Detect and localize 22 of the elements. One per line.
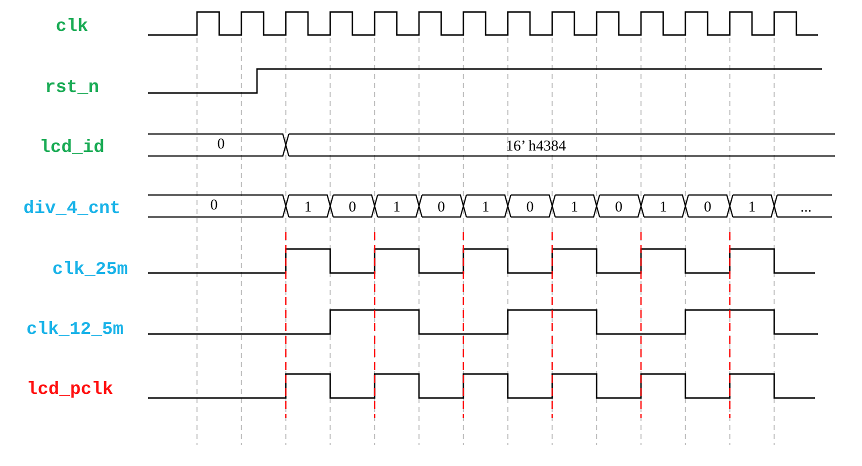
- bus-value: 1: [482, 200, 490, 216]
- signal-name: lcd_pclk: [26, 380, 114, 400]
- signal-name: clk_25m: [52, 260, 128, 280]
- bus-value: 1: [393, 200, 401, 216]
- bus-value: 1: [304, 200, 312, 216]
- bus-value: 0: [615, 200, 623, 216]
- signal-name: clk_12_5m: [26, 320, 124, 340]
- bus-value: 0: [217, 136, 225, 154]
- bus-value: 1: [748, 200, 756, 216]
- signal-name: clk: [56, 17, 88, 37]
- bus-value: 1: [570, 200, 578, 216]
- signal-name: div_4_cnt: [23, 199, 121, 219]
- bus-value: 1: [659, 200, 667, 216]
- bus-value: 0: [210, 198, 218, 214]
- bus-value: 0: [704, 200, 712, 216]
- bus-value: 0: [437, 200, 445, 216]
- signal-name: lcd_id: [40, 138, 104, 158]
- bus-value: 0: [348, 200, 356, 216]
- bus-value: 16’ h4384: [506, 138, 566, 156]
- bus-value: 0: [526, 200, 534, 216]
- bus-value: ...: [800, 200, 812, 216]
- signal-name: rst_n: [45, 78, 99, 98]
